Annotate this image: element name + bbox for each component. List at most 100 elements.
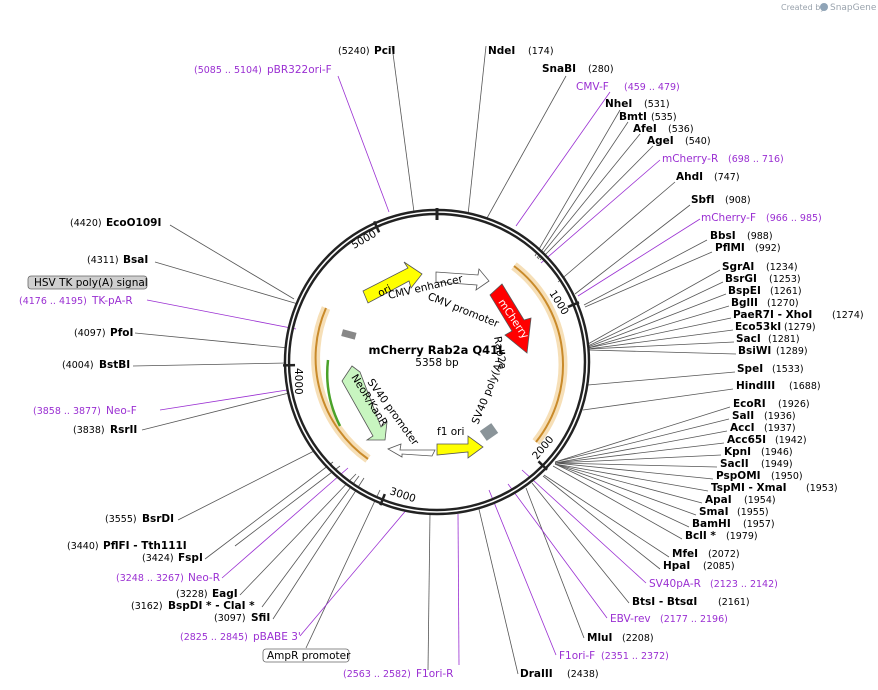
connector-line: [554, 418, 730, 463]
label-connectors: [132, 45, 737, 675]
connector-line: [169, 224, 295, 300]
enzyme-position: (540): [685, 136, 711, 147]
enzyme-position: (1270): [767, 298, 799, 309]
feature-marker-sv40: [479, 423, 499, 441]
primer-range: (459 .. 479): [624, 82, 680, 93]
connector-line: [467, 45, 487, 216]
primer-range: (5085 .. 5104): [194, 65, 262, 76]
connector-line: [583, 239, 708, 306]
enzyme-position: (4004): [62, 360, 94, 371]
connector-line: [261, 475, 360, 608]
enzyme-position: (3097): [214, 613, 246, 624]
connector-line: [272, 477, 365, 620]
primer-range: (698 .. 716): [728, 154, 784, 165]
enzyme-position: (988): [747, 231, 773, 242]
connector-line: [587, 349, 737, 355]
connector-line: [521, 469, 647, 584]
connector-line: [554, 462, 718, 468]
primer-range: (2825 .. 2845): [180, 632, 248, 643]
enzyme-label: BsrGI: [725, 273, 757, 285]
enzyme-label: Acc65I: [727, 434, 766, 446]
connector-line: [582, 388, 734, 411]
connector-line: [204, 461, 334, 560]
primer-label: CMV-F: [576, 81, 609, 93]
enzyme-label: BsrDI: [142, 513, 174, 525]
primer-label: mCherry-F: [701, 212, 756, 224]
enzyme-label: RsrII: [110, 424, 137, 436]
enzyme-position: (3162): [131, 601, 163, 612]
enzyme-label: BtsI - BtsαI: [632, 596, 697, 608]
enzyme-position: (1281): [768, 334, 800, 345]
primer-label: SV40pA-R: [649, 578, 701, 590]
connector-line: [427, 512, 431, 671]
primer-label: Neo-F: [106, 405, 137, 417]
snapgene-logo-icon: [820, 3, 828, 11]
primer-label: mCherry-R: [662, 153, 718, 165]
connector-line: [542, 475, 661, 570]
enzyme-label: PaeR7I - XhoI: [733, 309, 812, 321]
tick-label-4000: 4000: [292, 368, 304, 395]
enzyme-label: EagI: [212, 588, 238, 600]
enzyme-label: BsaI: [123, 254, 148, 266]
enzyme-label: DraIII: [520, 668, 553, 680]
connector-line: [587, 317, 732, 349]
connector-line: [159, 389, 288, 411]
primer-range: (2177 .. 2196): [660, 614, 728, 625]
connector-line: [554, 442, 725, 464]
sv40-polya-label: SV40 poly(A): [470, 358, 507, 426]
f1-ori-arrow: [436, 435, 484, 459]
ampr-promoter-label: AmpR promoter: [267, 650, 351, 662]
enzyme-label: BspEI: [728, 285, 761, 297]
connector-line: [221, 467, 349, 579]
enzyme-position: (1261): [770, 286, 802, 297]
enzyme-position: (992): [755, 243, 781, 254]
enzyme-position: (2161): [718, 597, 750, 608]
tick-mark: [537, 460, 548, 471]
enzyme-label: BspDI * - ClaI *: [168, 600, 255, 612]
connector-line: [539, 145, 654, 261]
connector-line: [587, 293, 727, 348]
connector-line: [534, 109, 621, 257]
connector-line: [587, 281, 724, 347]
enzyme-label: AgeI: [647, 135, 674, 147]
connector-line: [554, 406, 731, 463]
tick-mark: [373, 220, 381, 233]
tick-marks: [283, 208, 580, 506]
primer-range: (2351 .. 2372): [601, 651, 669, 662]
enzyme-label: SbfI: [691, 194, 715, 206]
enzyme-label: SmaI: [699, 506, 729, 518]
cmv-promoter-arrow: [435, 268, 490, 291]
connector-line: [584, 251, 713, 308]
enzyme-label: ApaI: [705, 494, 732, 506]
enzyme-label: AccI: [730, 422, 754, 434]
hsv-tk-polya-box: [27, 275, 148, 290]
enzyme-position: (3424): [142, 553, 174, 564]
connector-line: [554, 463, 697, 516]
connector-line: [540, 159, 661, 264]
enzyme-label: EcoRI: [733, 398, 766, 410]
enzyme-position: (1926): [778, 399, 810, 410]
enzyme-label: PflFI - Tth111I: [103, 540, 187, 552]
connector-line: [234, 465, 341, 547]
connector-line: [577, 218, 701, 297]
connector-line: [507, 483, 608, 619]
enzyme-position: (908): [725, 195, 751, 206]
ori-label: ori: [376, 283, 394, 300]
enzyme-label: NheI: [605, 98, 632, 110]
cmv-promoter-label: CMV promoter: [426, 291, 501, 331]
rab2a-label: Rab2a: [491, 335, 509, 370]
enzyme-position: (3555): [105, 514, 137, 525]
connector-line: [543, 474, 670, 558]
enzyme-label: SalI: [732, 410, 754, 422]
enzyme-position: (3228): [176, 589, 208, 600]
enzyme-position: (2438): [567, 669, 599, 680]
connector-line: [132, 362, 288, 367]
connector-line: [536, 121, 629, 259]
enzyme-position: (1955): [737, 507, 769, 518]
enzyme-position: (535): [651, 112, 677, 123]
enzyme-label: BstBI: [99, 359, 130, 371]
enzyme-position: (1957): [743, 519, 775, 530]
connector-line: [574, 204, 691, 295]
connector-line: [587, 329, 734, 350]
